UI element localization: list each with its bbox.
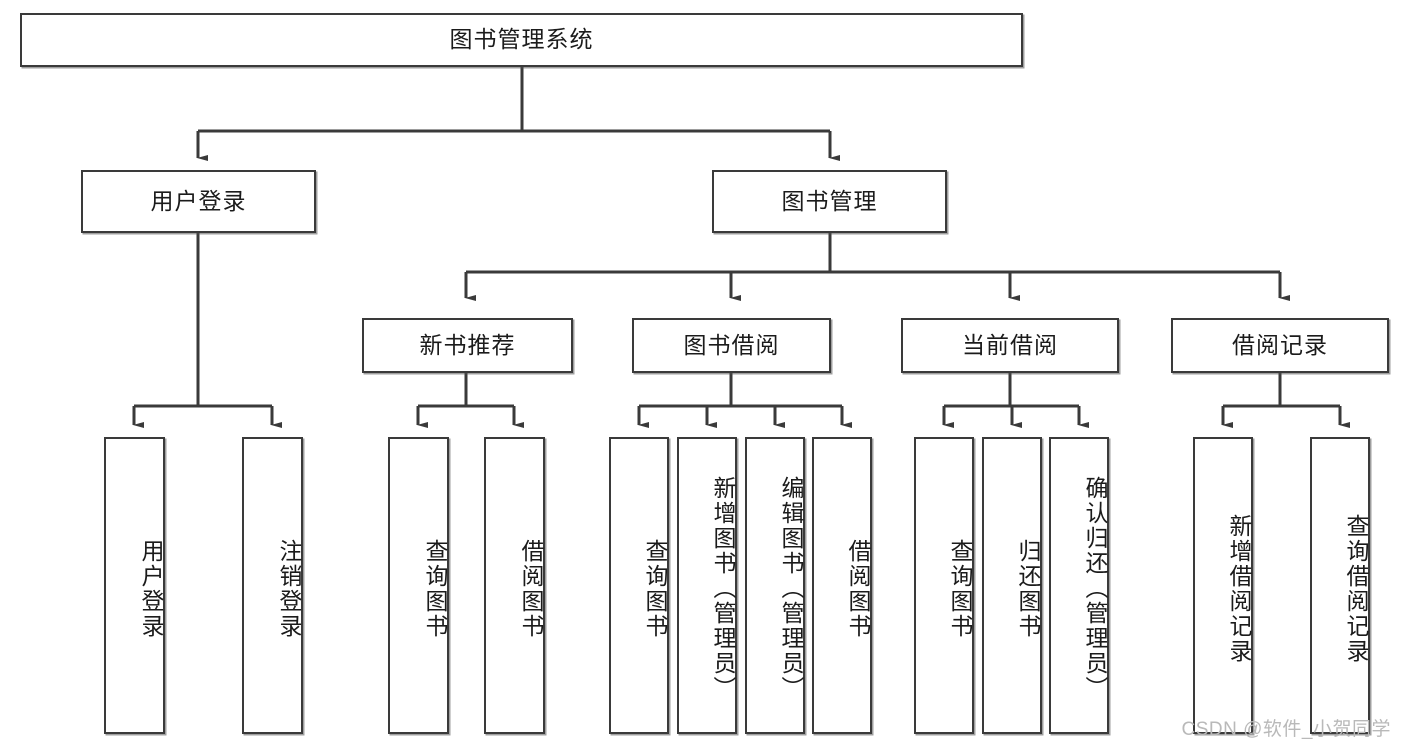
- node-label: 借阅图书: [518, 538, 544, 639]
- node-current-borrow[interactable]: 当前借阅: [901, 318, 1119, 373]
- node-label: 查询图书: [947, 538, 973, 639]
- node-label: 查询借阅记录: [1343, 513, 1369, 664]
- leaf-confirm-return-admin[interactable]: 确认归还（管理员）: [1049, 437, 1109, 734]
- node-book-management[interactable]: 图书管理: [712, 170, 947, 233]
- watermark-text: CSDN @软件_小贺同学: [1181, 719, 1391, 740]
- node-label: 查询图书: [422, 538, 448, 639]
- leaf-borrow-book[interactable]: 借阅图书: [812, 437, 872, 734]
- node-label: 图书借阅: [683, 331, 780, 358]
- leaf-logout-login[interactable]: 注销登录: [242, 437, 303, 734]
- leaf-return-book[interactable]: 归还图书: [982, 437, 1042, 734]
- node-new-book-recommend[interactable]: 新书推荐: [362, 318, 573, 373]
- leaf-edit-book-admin[interactable]: 编辑图书（管理员）: [745, 437, 805, 734]
- node-label: 注销登录: [276, 538, 302, 639]
- leaf-query-borrow-record[interactable]: 查询借阅记录: [1310, 437, 1370, 734]
- node-label: 当前借阅: [962, 331, 1058, 358]
- node-label: 图书管理: [781, 187, 878, 214]
- node-label: 图书管理系统: [449, 26, 594, 53]
- leaf-borrow-book-recommend[interactable]: 借阅图书: [484, 437, 545, 734]
- node-book-management-system[interactable]: 图书管理系统: [20, 13, 1023, 67]
- leaf-user-login[interactable]: 用户登录: [104, 437, 165, 734]
- leaf-query-book-recommend[interactable]: 查询图书: [388, 437, 449, 734]
- node-borrow-record[interactable]: 借阅记录: [1171, 318, 1389, 373]
- node-label: 编辑图书（管理员）: [778, 476, 804, 701]
- node-user-login[interactable]: 用户登录: [81, 170, 316, 233]
- node-label: 新增借阅记录: [1226, 513, 1252, 664]
- node-label: 确认归还（管理员）: [1082, 476, 1108, 701]
- node-label: 借阅记录: [1232, 331, 1328, 358]
- leaf-query-book-current[interactable]: 查询图书: [914, 437, 974, 734]
- node-label: 查询图书: [642, 538, 668, 639]
- node-label: 用户登录: [150, 187, 247, 214]
- leaf-query-book-borrow[interactable]: 查询图书: [609, 437, 669, 734]
- node-label: 归还图书: [1015, 538, 1041, 639]
- leaf-add-borrow-record[interactable]: 新增借阅记录: [1193, 437, 1253, 734]
- leaf-add-book-admin[interactable]: 新增图书（管理员）: [677, 437, 737, 734]
- node-label: 用户登录: [138, 538, 164, 639]
- node-label: 新书推荐: [419, 331, 516, 358]
- node-label: 新增图书（管理员）: [710, 476, 736, 701]
- node-label: 借阅图书: [845, 538, 871, 639]
- node-book-borrow[interactable]: 图书借阅: [632, 318, 831, 373]
